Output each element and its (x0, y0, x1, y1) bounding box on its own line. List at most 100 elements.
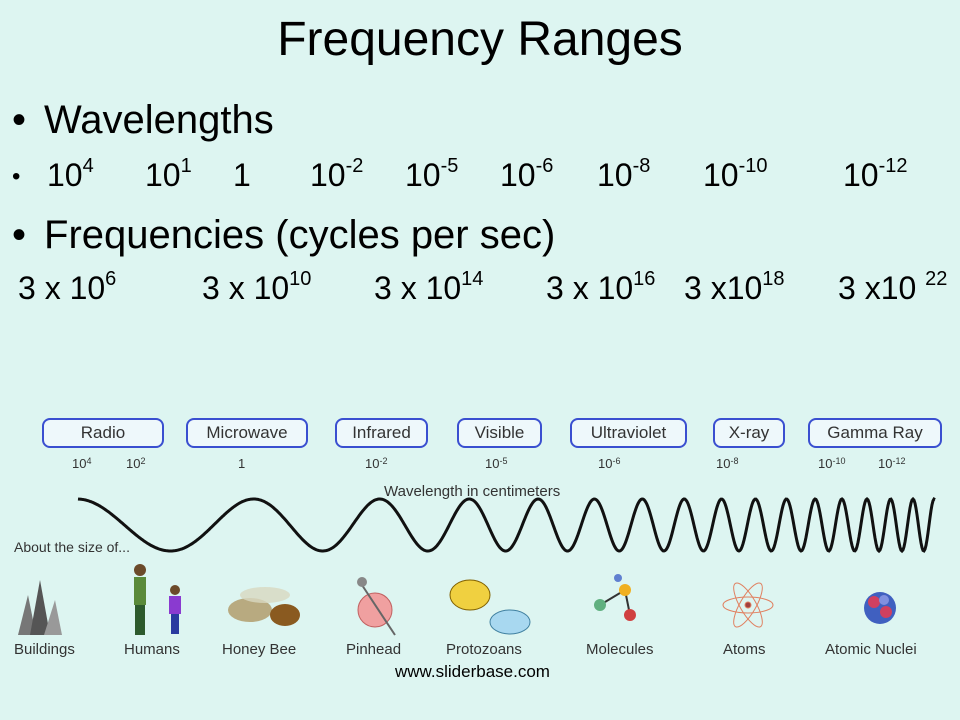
band-label: X-ray (713, 418, 785, 448)
value-base: 3 x 10 (546, 270, 634, 306)
value-base: 10 (818, 456, 833, 471)
wavelength-value: 10-10 (703, 155, 768, 194)
band-label: Ultraviolet (570, 418, 687, 448)
bullet-text: Wavelengths (44, 98, 274, 142)
buildings-icon (18, 580, 62, 635)
value-exponent: -12 (892, 456, 906, 466)
band-wavelength: 10-8 (716, 456, 738, 471)
frequency-value: 3 x1018 (684, 268, 785, 307)
wave-graphic (77, 496, 936, 554)
band-label: Gamma Ray (808, 418, 942, 448)
band-wavelength: 104 (72, 456, 91, 471)
value-exponent: -5 (440, 155, 459, 177)
value-exponent: -10 (832, 456, 846, 466)
object-label: Buildings (14, 641, 75, 658)
value-exponent: -6 (612, 456, 621, 466)
value-exponent: -2 (345, 155, 364, 177)
band-wavelength: 10-12 (878, 456, 905, 471)
wavelength-value: 104 (47, 155, 94, 194)
bullet-text: Frequencies (cycles per sec) (44, 213, 556, 257)
value-base: 10 (485, 456, 500, 471)
pinhead-icon (357, 577, 396, 636)
object-label: Humans (124, 641, 180, 658)
band-wavelength: 10-6 (598, 456, 620, 471)
value-exponent: 1 (180, 155, 192, 177)
value-base: 1 (238, 456, 246, 471)
band-label: Infrared (335, 418, 428, 448)
value-exponent: 10 (289, 268, 312, 290)
frequency-value: 3 x 1016 (546, 268, 656, 307)
wave-line (77, 496, 936, 554)
frequency-value: 3 x10 22 (838, 268, 948, 307)
object-label: Molecules (586, 641, 654, 658)
value-exponent: 4 (86, 456, 92, 466)
bullet-wavelengths: • Wavelengths (12, 98, 274, 143)
value-exponent: 2 (140, 456, 146, 466)
object-label: Protozoans (446, 641, 522, 658)
honey-bee-icon (228, 587, 300, 626)
value-exponent: 18 (762, 268, 785, 290)
axis-label: Wavelength in centimeters (384, 483, 561, 500)
value-base: 10 (405, 157, 441, 193)
frequency-value: 3 x 1014 (374, 268, 484, 307)
bullet-icon: • (12, 213, 27, 257)
footer-url: www.sliderbase.com (395, 662, 550, 681)
value-base: 3 x 10 (202, 270, 290, 306)
value-base: 10 (878, 456, 893, 471)
band-label: Microwave (186, 418, 308, 448)
bullet-icon: • (12, 163, 21, 190)
molecules-icon (594, 574, 636, 621)
value-exponent: -8 (632, 155, 651, 177)
value-base: 10 (310, 157, 346, 193)
object-label: Atoms (723, 641, 766, 658)
value-exponent: -8 (730, 456, 739, 466)
band-wavelength: 102 (126, 456, 145, 471)
band-wavelength: 10-5 (485, 456, 507, 471)
value-base: 10 (598, 456, 613, 471)
object-icons (18, 564, 896, 636)
value-base: 10 (716, 456, 731, 471)
atoms-icon (722, 582, 774, 628)
wavelength-value: 10-5 (405, 155, 459, 194)
size-label: About the size of... (14, 539, 130, 555)
value-exponent: -12 (878, 155, 908, 177)
wavelength-value: 10-8 (597, 155, 651, 194)
value-base: 3 x 10 (18, 270, 106, 306)
value-exponent: -5 (499, 456, 508, 466)
value-exponent: 14 (461, 268, 484, 290)
value-base: 10 (145, 157, 181, 193)
wavelength-value: 101 (145, 155, 192, 194)
value-exponent: 22 (925, 268, 948, 290)
slide-title: Frequency Ranges (277, 13, 683, 66)
band-wavelength: 10-2 (365, 456, 387, 471)
wavelength-value: 10-6 (500, 155, 554, 194)
value-exponent: 16 (633, 268, 656, 290)
value-base: 10 (500, 157, 536, 193)
frequency-value: 3 x 106 (18, 268, 117, 307)
value-exponent: -6 (535, 155, 554, 177)
value-base: 10 (703, 157, 739, 193)
band-wavelength: 1 (238, 456, 245, 471)
value-exponent: -2 (379, 456, 388, 466)
value-base: 3 x10 (838, 270, 926, 306)
value-base: 1 (233, 157, 251, 193)
band-label: Visible (457, 418, 542, 448)
bullet-icon: • (12, 98, 27, 142)
value-exponent: -10 (738, 155, 768, 177)
wavelength-value: 10-2 (310, 155, 364, 194)
value-exponent: 6 (105, 268, 117, 290)
humans-icon (134, 564, 181, 635)
frequency-value: 3 x 1010 (202, 268, 312, 307)
value-base: 10 (126, 456, 141, 471)
object-label: Atomic Nuclei (825, 641, 917, 658)
bullet-frequencies: • Frequencies (cycles per sec) (12, 213, 555, 258)
value-base: 10 (47, 157, 83, 193)
band-label: Radio (42, 418, 164, 448)
wavelength-value: 1 (233, 157, 251, 194)
value-exponent: 4 (82, 155, 94, 177)
atomic-nuclei-icon (864, 592, 896, 624)
value-base: 10 (843, 157, 879, 193)
object-label: Honey Bee (222, 641, 297, 658)
protozoans-icon (449, 579, 531, 635)
